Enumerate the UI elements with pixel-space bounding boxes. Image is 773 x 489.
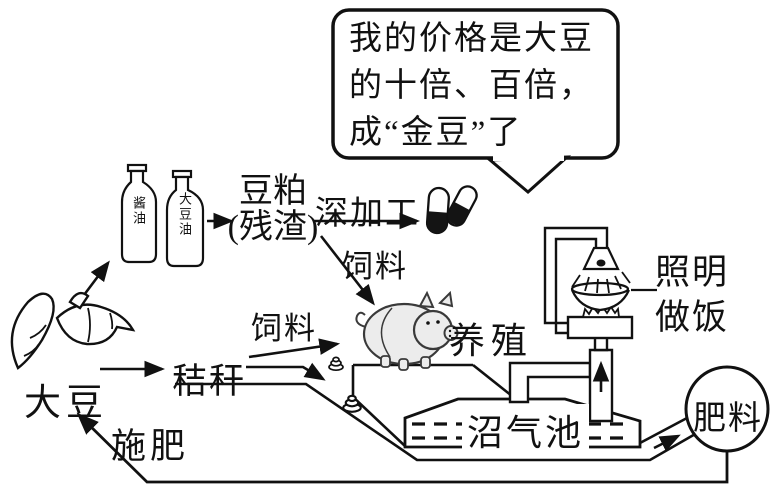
- soy-sauce-label: 酱油: [131, 196, 146, 226]
- dung-icon: [328, 356, 362, 413]
- arrow-meal-feed-to-pig: [319, 235, 375, 306]
- fertilize-label: 施肥: [111, 427, 190, 466]
- capsules-icon: [425, 185, 478, 235]
- arrow-straw-to-pen: [246, 362, 326, 381]
- fertilizer-channel: [639, 416, 688, 452]
- arrow-fertilize-route: [76, 412, 729, 484]
- soybean-meal-line1: 豆粕: [239, 173, 307, 210]
- pig-icon: [355, 290, 459, 371]
- soybean-pods-icon: [10, 291, 136, 370]
- soybean-oil-bottle-icon: [165, 169, 205, 268]
- feed-from-meal-label: 饲料: [342, 249, 408, 284]
- arrow-straw-feed-to-pig: [248, 338, 341, 359]
- fertilizer-label: 肥料: [693, 401, 763, 437]
- lighting-line1: 照明: [655, 253, 730, 292]
- speech-bubble: [331, 8, 620, 194]
- biogas-lamp-icon: [571, 246, 631, 294]
- bubble-line-3: 成“金豆”了: [349, 115, 523, 151]
- speech-bubble-text: 我的价格是大豆 的十倍、百倍， 成“金豆”了: [349, 16, 594, 157]
- straw-label: 秸秆: [172, 362, 247, 401]
- soybean-meal-label: 豆粕 (残渣): [210, 174, 336, 246]
- feed-from-straw-label: 饲料: [251, 311, 317, 346]
- soybean-meal-line2: (残渣): [227, 209, 319, 246]
- wok-stove-icon: [566, 281, 657, 340]
- breeding-label: 养殖: [449, 321, 534, 361]
- lamp-pipe-loop: [543, 226, 609, 335]
- bubble-line-2: 的十倍、百倍，: [349, 68, 594, 104]
- soy-sauce-bottle-icon: [120, 163, 158, 264]
- bubble-line-1: 我的价格是大豆: [349, 21, 594, 57]
- lighting-cooking-label: 照明 做饭: [655, 250, 729, 340]
- soybean-oil-label: 大豆油: [177, 192, 192, 237]
- soybean-label: 大豆: [24, 383, 108, 424]
- lighting-line2: 做饭: [655, 298, 730, 337]
- deep-processing-label: 深加工: [315, 196, 420, 232]
- biogas-pool-label: 沼气池: [462, 404, 590, 456]
